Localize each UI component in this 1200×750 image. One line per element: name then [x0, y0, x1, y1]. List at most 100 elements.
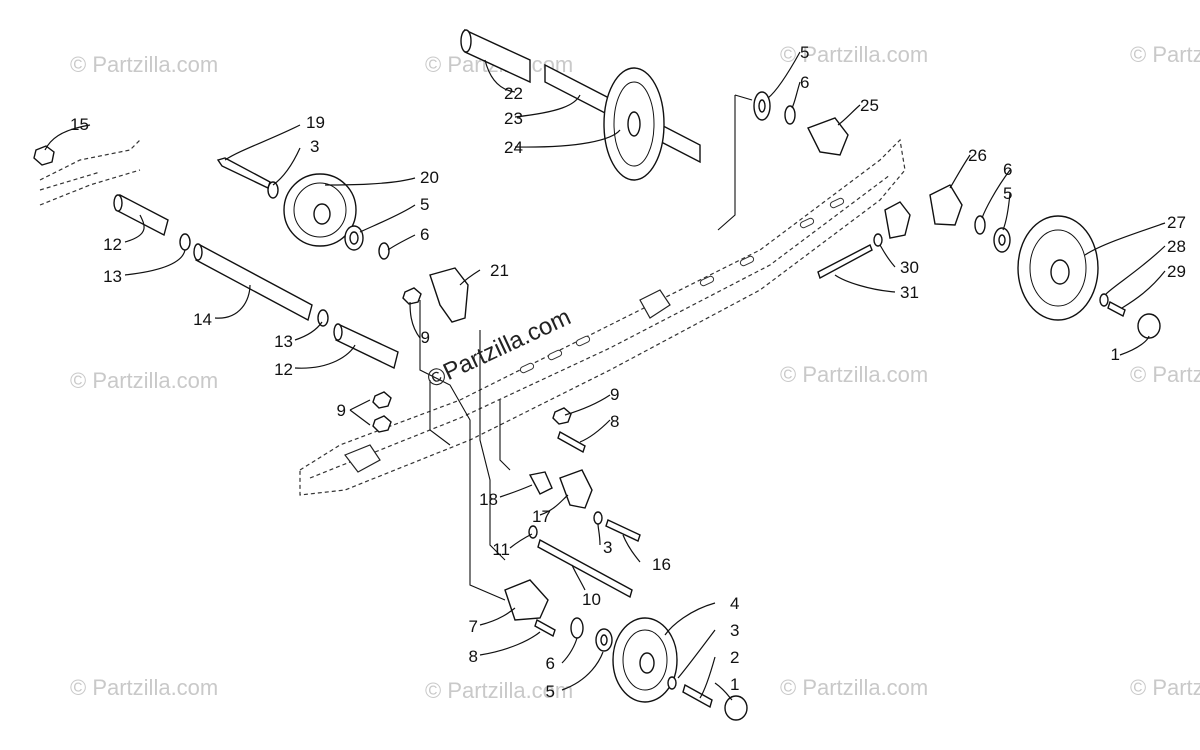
rail-slots	[519, 197, 845, 374]
callout-12: 12	[103, 235, 122, 254]
watermark-text: © Partzilla.com	[425, 678, 573, 703]
washer	[528, 525, 538, 539]
dust-cap	[1137, 313, 1161, 339]
watermark-text: © Partzilla.com	[70, 368, 218, 393]
watermark-layer: © Partzilla.com © Partzilla.com © Partzi…	[70, 42, 1200, 703]
pivot-bracket	[504, 579, 549, 621]
cross-shaft	[195, 243, 313, 322]
watermark-text: © Partzilla.com	[1130, 675, 1200, 700]
lock-nut	[552, 407, 572, 425]
callout-24: 24	[504, 138, 523, 157]
callout-5: 5	[546, 682, 555, 701]
watermark-text: © Partzilla.com	[780, 42, 928, 67]
callout-13: 13	[103, 267, 122, 286]
carriage-bolt	[216, 157, 271, 189]
hex-bolt	[605, 519, 641, 542]
lock-nut	[372, 415, 392, 433]
lock-nut	[402, 287, 422, 305]
hex-bolt	[1107, 300, 1126, 318]
long-bolt	[817, 244, 873, 280]
callout-5: 5	[420, 195, 429, 214]
cross-shafts	[113, 193, 399, 370]
callout-3: 3	[310, 137, 319, 156]
callout-16: 16	[652, 555, 671, 574]
callout-15: 15	[70, 115, 89, 134]
callout-5: 5	[800, 43, 809, 62]
lock-nut	[33, 145, 55, 166]
retaining-ring	[570, 617, 584, 639]
washer	[667, 676, 677, 690]
long-bolt	[537, 538, 633, 599]
callout-3: 3	[603, 538, 612, 557]
watermark-text: © Partzilla.com	[780, 362, 928, 387]
upper-left-idler	[33, 145, 390, 260]
callout-labels: 1 1 2 3 3 3 4 5 5 5 5 6 6 6 6 7 8 8 9 9 …	[70, 43, 1186, 701]
callout-28: 28	[1167, 237, 1186, 256]
callout-29: 29	[1167, 262, 1186, 281]
shaft-sleeve	[115, 193, 169, 237]
callout-27: 27	[1167, 213, 1186, 232]
retaining-ring	[784, 105, 796, 125]
watermark-text: © Partzilla.com	[1130, 362, 1200, 387]
callout-8: 8	[610, 412, 619, 431]
rail-bracket	[559, 469, 593, 509]
callout-14: 14	[193, 310, 212, 329]
washer	[267, 181, 279, 199]
callout-9: 9	[421, 328, 430, 347]
rear-wheel-assembly	[817, 184, 1161, 339]
axle-cap	[807, 117, 849, 156]
callout-9: 9	[337, 401, 346, 420]
retaining-ring	[317, 309, 329, 327]
callout-10: 10	[582, 590, 601, 609]
hex-bolt	[557, 430, 586, 454]
top-idler-axle-assembly	[460, 28, 849, 181]
callout-26: 26	[968, 146, 987, 165]
callout-12: 12	[274, 360, 293, 379]
callout-8: 8	[469, 647, 478, 666]
lock-nut	[372, 391, 392, 409]
washer	[1099, 293, 1109, 307]
pivot-brackets	[372, 267, 641, 599]
shaft-sleeve	[335, 324, 399, 370]
callout-3: 3	[730, 621, 739, 640]
callout-2: 2	[730, 648, 739, 667]
retaining-ring	[974, 215, 986, 235]
callout-6: 6	[546, 654, 555, 673]
callout-23: 23	[504, 109, 523, 128]
hex-bolt	[534, 618, 556, 638]
callout-11: 11	[492, 540, 510, 559]
callout-6: 6	[1003, 160, 1012, 179]
hub-spacer	[929, 184, 963, 226]
axle-mount	[884, 201, 911, 239]
callout-19: 19	[306, 113, 325, 132]
retaining-ring	[378, 242, 390, 260]
watermark-text: © Partzilla.com	[70, 675, 218, 700]
assembly-lines	[419, 94, 753, 601]
hex-bolt	[682, 683, 713, 709]
washer	[593, 511, 603, 525]
retaining-ring	[179, 233, 191, 251]
rail-end-blocks	[344, 289, 671, 473]
callout-18: 18	[479, 490, 498, 509]
callout-6: 6	[800, 73, 809, 92]
callout-6: 6	[420, 225, 429, 244]
pivot-arm	[528, 471, 553, 495]
callout-22: 22	[504, 84, 523, 103]
callout-30: 30	[900, 258, 919, 277]
callout-20: 20	[420, 168, 439, 187]
callout-7: 7	[469, 617, 478, 636]
callout-5: 5	[1003, 184, 1012, 203]
callout-1: 1	[730, 675, 739, 694]
callout-31: 31	[900, 283, 919, 302]
washer	[873, 233, 883, 247]
callout-25: 25	[860, 96, 879, 115]
watermark-text: © Partzilla.com	[70, 52, 218, 77]
dust-cap	[724, 695, 748, 721]
callout-17: 17	[532, 507, 551, 526]
slide-rail-frame	[39, 138, 906, 496]
pivot-bracket	[429, 267, 469, 323]
callout-13: 13	[274, 332, 293, 351]
watermark-text: © Partzilla.com	[1130, 42, 1200, 67]
